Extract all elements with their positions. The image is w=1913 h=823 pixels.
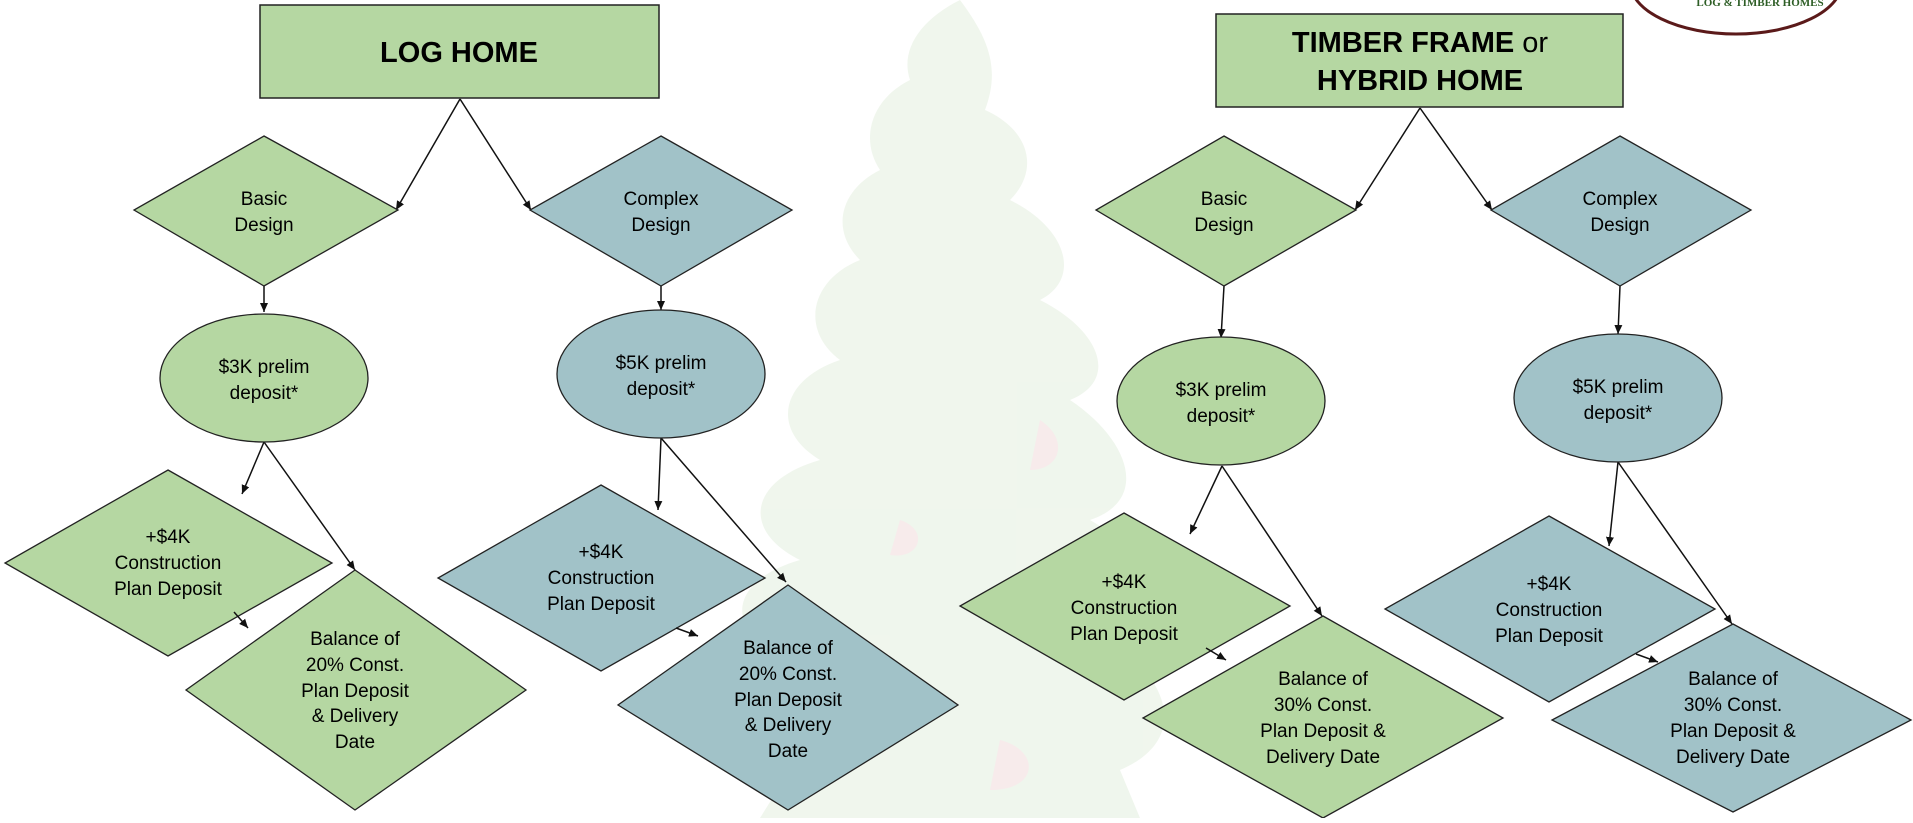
timber-complex-deposit-ellipse [1513,333,1723,463]
timber-hybrid-title-box [1215,13,1624,108]
timber-complex-construction-diamond [1383,515,1717,703]
log-basic-design-label-1: Basic [241,189,287,210]
timber-complex-balance-diamond [1550,623,1913,813]
timber-basic-balance-text-3: Plan Deposit & [1260,721,1386,742]
timber-basic-design-label-1: Basic [1201,189,1247,210]
log-complex-balance-text-2: 20% Const. [739,664,837,685]
timber-title-bold-1: TIMBER FRAME [1292,27,1514,59]
timber-basic-balance-text-1: Balance of [1278,669,1369,690]
timber-basic-construction-text-2: Construction [1071,598,1178,619]
log-basic-deposit-text-2: deposit* [230,383,299,404]
timber-basic-deposit-text-2: deposit* [1187,406,1256,427]
timber-complex-balance-text-1: Balance of [1688,669,1779,690]
log-basic-balance-text-3: Plan Deposit [301,681,409,702]
log-basic-balance-text-5: Date [335,732,375,753]
logo-text: LOG & TIMBER HOMES [1696,0,1823,9]
log-complex-construction-text-1: +$4K [579,542,624,563]
log-complex-construction-diamond [436,484,767,672]
timber-complex-deposit-text-2: deposit* [1584,403,1653,424]
log-basic-balance-diamond [184,569,528,811]
log-complex-balance-diamond [616,584,960,811]
timber-basic-construction-diamond [958,512,1292,701]
log-complex-design-label-1: Complex [624,189,699,210]
log-basic-balance-text-2: 20% Const. [306,655,404,676]
timber-complex-deposit-text-1: $5K prelim [1573,377,1664,398]
timber-complex-design-label-2: Design [1590,215,1649,236]
timber-complex-construction-text-2: Construction [1496,600,1603,621]
log-basic-balance-text-4: & Delivery [312,706,399,727]
timber-complex-construction-text-3: Plan Deposit [1495,626,1603,647]
log-complex-balance-text-4: & Delivery [745,715,832,736]
timber-hybrid-title-line-2: HYBRID HOME [1317,65,1523,97]
timber-hybrid-chart: TIMBER FRAME or HYBRID HOME Basic Design… [958,13,1913,819]
timber-complex-design-label-1: Complex [1583,189,1658,210]
timber-basic-construction-text-1: +$4K [1102,572,1147,593]
log-complex-balance-text-1: Balance of [743,638,834,659]
timber-basic-balance-text-2: 30% Const. [1274,695,1372,716]
timber-hybrid-title-line-1: TIMBER FRAME or [1292,27,1549,59]
timber-complex-balance-text-4: Delivery Date [1676,747,1790,768]
log-basic-design-diamond [132,135,400,287]
timber-basic-deposit-ellipse [1116,336,1326,466]
log-complex-design-label-2: Design [631,215,690,236]
log-complex-balance-text-5: Date [768,741,808,762]
log-complex-construction-text-2: Construction [548,568,655,589]
log-home-title: LOG HOME [380,37,538,69]
timber-basic-construction-text-3: Plan Deposit [1070,624,1178,645]
log-complex-construction-text-3: Plan Deposit [547,594,655,615]
timber-complex-design-diamond [1489,135,1753,287]
log-basic-balance-text-1: Balance of [310,629,401,650]
log-home-title-box [259,4,660,99]
timber-complex-balance-text-3: Plan Deposit & [1670,721,1796,742]
log-complex-deposit-ellipse [556,309,766,439]
log-basic-construction-diamond [3,469,334,657]
log-basic-deposit-ellipse [159,313,369,443]
log-home-chart: LOG HOME Basic Design Complex Design $3K… [3,4,960,811]
timber-title-or: or [1514,27,1548,59]
log-basic-construction-text-1: +$4K [146,527,191,548]
log-basic-deposit-text-1: $3K prelim [219,357,310,378]
timber-basic-design-diamond [1094,135,1358,287]
log-complex-deposit-text-2: deposit* [627,379,696,400]
company-logo: LOG & TIMBER HOMES [1634,0,1838,36]
log-complex-balance-text-3: Plan Deposit [734,690,842,711]
timber-basic-design-label-2: Design [1194,215,1253,236]
log-complex-deposit-text-1: $5K prelim [616,353,707,374]
log-complex-design-diamond [528,135,794,287]
timber-complex-balance-text-2: 30% Const. [1684,695,1782,716]
log-basic-construction-text-3: Plan Deposit [114,579,222,600]
log-basic-construction-text-2: Construction [115,553,222,574]
timber-basic-balance-text-4: Delivery Date [1266,747,1380,768]
timber-basic-deposit-text-1: $3K prelim [1176,380,1267,401]
timber-complex-construction-text-1: +$4K [1527,574,1572,595]
log-basic-design-label-2: Design [234,215,293,236]
